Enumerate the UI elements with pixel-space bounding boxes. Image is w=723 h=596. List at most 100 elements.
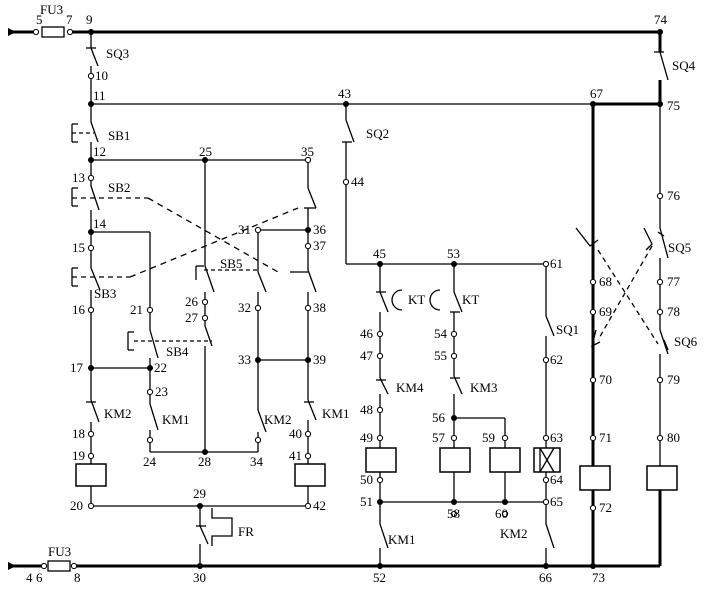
wire-label: 59 (482, 430, 495, 445)
wire-label: 17 (70, 360, 84, 375)
wire-label: 29 (193, 486, 206, 501)
wire-label: 23 (155, 384, 168, 399)
wire-label: 28 (198, 454, 211, 469)
wire-label: 39 (313, 352, 326, 367)
contactor-label: KM1 (388, 532, 415, 547)
overload-relay-label: FR (238, 524, 254, 539)
wire-label: 76 (667, 188, 681, 203)
wire-label: 51 (360, 494, 373, 509)
wire-label: 16 (72, 302, 86, 317)
wire-label: 55 (434, 348, 447, 363)
wire-label: 10 (95, 68, 108, 83)
wire-label: 13 (72, 170, 85, 185)
limit-switch-label: SQ1 (556, 322, 579, 337)
wire-label: 7 (66, 12, 73, 27)
wire-label: 44 (351, 174, 365, 189)
wire-label: 35 (301, 144, 314, 159)
button-label: SB1 (108, 128, 130, 143)
wire-label: 79 (667, 372, 680, 387)
limit-switch-label: SQ2 (366, 126, 389, 141)
wire-label: 64 (550, 472, 564, 487)
wire-label: 67 (590, 86, 604, 101)
wire-label: 41 (289, 448, 302, 463)
wire-label: 56 (432, 410, 446, 425)
wire-label: 61 (550, 256, 563, 271)
wire-label: 45 (373, 246, 386, 261)
wire-label: 53 (447, 246, 460, 261)
contactor-label: KM2 (264, 412, 291, 427)
wire-label: 75 (667, 98, 680, 113)
wire-label: 66 (539, 570, 553, 585)
wire-label: 22 (154, 360, 167, 375)
wire-label: 49 (360, 430, 373, 445)
wire-label: 36 (313, 222, 327, 237)
wire-label: 24 (143, 454, 157, 469)
wire-label: 70 (599, 372, 612, 387)
wire-label: 80 (667, 430, 680, 445)
wire-label: 32 (238, 300, 251, 315)
wire-label: 54 (434, 326, 448, 341)
wire-label: 25 (199, 144, 212, 159)
wire-label: 60 (495, 506, 508, 521)
contactor-label: KM1 (322, 406, 349, 421)
wire-label: 19 (72, 448, 85, 463)
limit-switch-label: SQ5 (668, 240, 691, 255)
wire-label: 11 (93, 88, 106, 103)
wire-label: 31 (238, 222, 251, 237)
timer-label: KT (408, 292, 425, 307)
wire-label: 47 (360, 348, 374, 363)
wire-label: 38 (313, 300, 326, 315)
wire-label: 77 (667, 274, 681, 289)
wire-label: 68 (599, 274, 612, 289)
contactor-label: KM1 (162, 412, 189, 427)
wire-label: 69 (599, 304, 612, 319)
fuse-label: FU3 (40, 2, 63, 17)
switch-contacts (71, 47, 669, 549)
wire-label: 6 (36, 570, 43, 585)
limit-switch-label: SQ3 (106, 46, 129, 61)
button-label: SB4 (166, 344, 189, 359)
wire-label: 30 (193, 570, 206, 585)
terminals (32, 28, 664, 570)
wire-label: 42 (313, 498, 326, 513)
contactor-label: KM2 (500, 526, 527, 541)
contactor-label: KM4 (396, 380, 424, 395)
wire-label: 8 (74, 570, 81, 585)
wire-label: 58 (447, 506, 460, 521)
wire-label: 12 (93, 144, 106, 159)
wire-label: 21 (130, 302, 143, 317)
wire-label: 27 (185, 310, 199, 325)
button-label: SB3 (94, 286, 116, 301)
limit-switch-label: SQ6 (674, 334, 698, 349)
component-labels: FU3 FU3 SQ3 SQ4 SQ2 SQ5 SQ6 SQ1 SB1 SB2 … (40, 2, 698, 559)
wire-label: 26 (185, 294, 199, 309)
wire-label: 52 (373, 570, 386, 585)
wire-label: 5 (36, 12, 43, 27)
fuse-label: FU3 (48, 544, 71, 559)
bottom-rail-arrow (8, 562, 16, 570)
wire-label: 71 (599, 430, 612, 445)
time-relay-cross (539, 447, 555, 473)
timer-label: KT (462, 292, 479, 307)
wire-label: 63 (550, 430, 563, 445)
wire-number-labels: 4 5 6 7 8 9 10 11 12 13 14 15 16 17 18 1… (26, 12, 681, 585)
junction-dots (88, 29, 663, 569)
wire-label: 46 (360, 326, 374, 341)
wire-label: 74 (654, 12, 668, 27)
wire-label: 33 (238, 352, 251, 367)
wire-label: 65 (550, 494, 563, 509)
wire-label: 57 (432, 430, 446, 445)
limit-switch-label: SQ4 (672, 58, 696, 73)
wire-label: 40 (289, 426, 302, 441)
wire-label: 9 (86, 12, 93, 27)
wire-label: 43 (338, 86, 351, 101)
coils (75, 447, 678, 491)
wire-label: 14 (93, 216, 107, 231)
wire-label: 34 (250, 454, 264, 469)
wiring (90, 32, 661, 566)
wire-label: 18 (72, 426, 85, 441)
button-label: SB2 (108, 180, 130, 195)
wire-label: 37 (313, 238, 327, 253)
